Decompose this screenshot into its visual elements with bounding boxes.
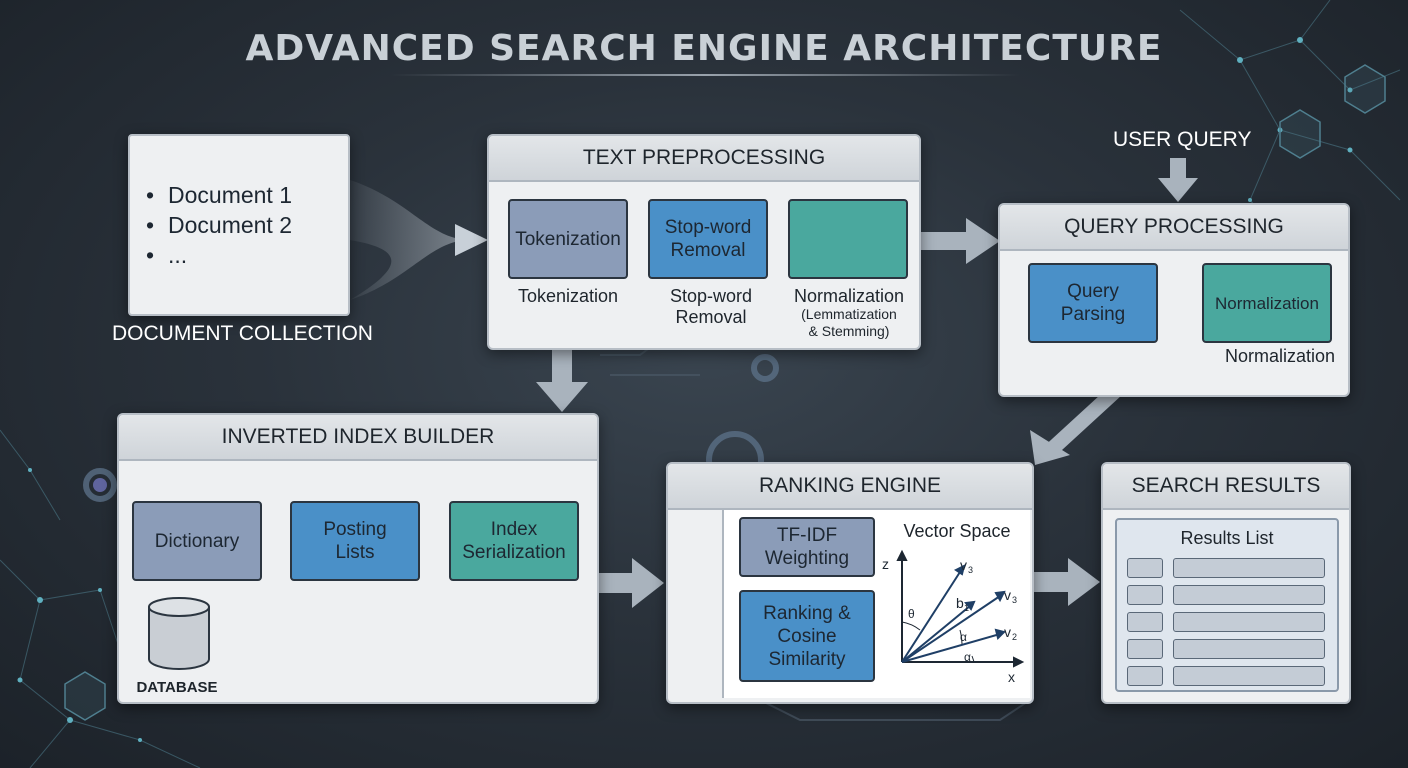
ranking-cosine-box: Ranking & Cosine Similarity xyxy=(739,590,875,682)
document-item: Document 2 xyxy=(146,210,292,240)
index-serialization-box: Index Serialization xyxy=(449,501,579,581)
result-row-marker xyxy=(1127,639,1163,659)
v2-label: v xyxy=(1004,624,1011,640)
v3-subscript: 3 xyxy=(968,565,973,575)
result-row[interactable] xyxy=(1173,558,1325,578)
normalization-note: (Lemmatization & Stemming) xyxy=(801,306,897,339)
result-row[interactable] xyxy=(1173,612,1325,632)
diagram-title: ADVANCED SEARCH ENGINE ARCHITECTURE xyxy=(245,28,1163,69)
result-row[interactable] xyxy=(1173,585,1325,605)
result-row-marker xyxy=(1127,585,1163,605)
tfidf-weighting-box: TF-IDF Weighting xyxy=(739,517,875,577)
tokenization-box: Tokenization xyxy=(508,199,628,279)
result-row-marker xyxy=(1127,558,1163,578)
stop-word-removal-box: Stop-word Removal xyxy=(648,199,768,279)
inverted-index-title: INVERTED INDEX BUILDER xyxy=(119,415,597,461)
theta-label: θ xyxy=(908,607,915,621)
text-preprocessing-panel: TEXT PREPROCESSING Tokenization Stop-wor… xyxy=(487,134,921,350)
ranking-engine-title: RANKING ENGINE xyxy=(668,464,1032,510)
user-query-label: USER QUERY xyxy=(1113,128,1252,151)
v2-subscript: 2 xyxy=(1012,632,1017,642)
search-results-title: SEARCH RESULTS xyxy=(1103,464,1349,510)
tokenization-caption: Tokenization xyxy=(517,286,619,306)
inverted-index-panel: INVERTED INDEX BUILDER Dictionary Postin… xyxy=(117,413,599,704)
document-item: ... xyxy=(146,240,292,270)
text-preprocessing-title: TEXT PREPROCESSING xyxy=(489,136,919,182)
axis-z-label: z xyxy=(882,556,889,572)
result-row-marker xyxy=(1127,666,1163,686)
search-results-panel: SEARCH RESULTS Results List xyxy=(1101,462,1351,704)
b1-label: b xyxy=(956,595,964,611)
v3-label: v xyxy=(960,557,967,573)
query-parsing-box: Query Parsing xyxy=(1028,263,1158,343)
document-list: Document 1 Document 2 ... xyxy=(146,180,292,270)
alpha-label: α xyxy=(960,630,967,644)
database-label: DATABASE xyxy=(136,679,218,696)
query-normalization-caption: Normalization xyxy=(1224,346,1336,366)
results-list-container: Results List xyxy=(1115,518,1339,692)
result-row[interactable] xyxy=(1173,666,1325,686)
alpha-label: α xyxy=(964,650,971,664)
document-collection-label: DOCUMENT COLLECTION xyxy=(112,322,373,345)
results-list-title: Results List xyxy=(1180,528,1274,548)
posting-lists-box: Posting Lists xyxy=(290,501,420,581)
v3-subscript: 3 xyxy=(1012,595,1017,605)
database-icon xyxy=(148,597,210,670)
b1-subscript: 1 xyxy=(964,603,969,613)
result-row[interactable] xyxy=(1173,639,1325,659)
dictionary-box: Dictionary xyxy=(132,501,262,581)
ranking-engine-panel: RANKING ENGINE TF-IDF Weighting Ranking … xyxy=(666,462,1034,704)
document-item: Document 1 xyxy=(146,180,292,210)
normalization-caption: Normalization xyxy=(793,286,905,306)
title-underline xyxy=(390,74,1020,76)
vector-space-title: Vector Space xyxy=(903,521,1011,541)
stop-word-removal-caption: Stop-word Removal xyxy=(669,286,753,327)
vector-space-plot: z x θ α α v 3 b 1 v 3 v 2 xyxy=(882,549,1025,684)
normalization-box xyxy=(788,199,908,279)
query-normalization-box: Normalization xyxy=(1202,263,1332,343)
axis-x-label: x xyxy=(1008,669,1015,684)
result-row-marker xyxy=(1127,612,1163,632)
v3-label: v xyxy=(1004,587,1011,603)
query-processing-panel: QUERY PROCESSING Query Parsing Normaliza… xyxy=(998,203,1350,397)
query-processing-title: QUERY PROCESSING xyxy=(1000,205,1348,251)
